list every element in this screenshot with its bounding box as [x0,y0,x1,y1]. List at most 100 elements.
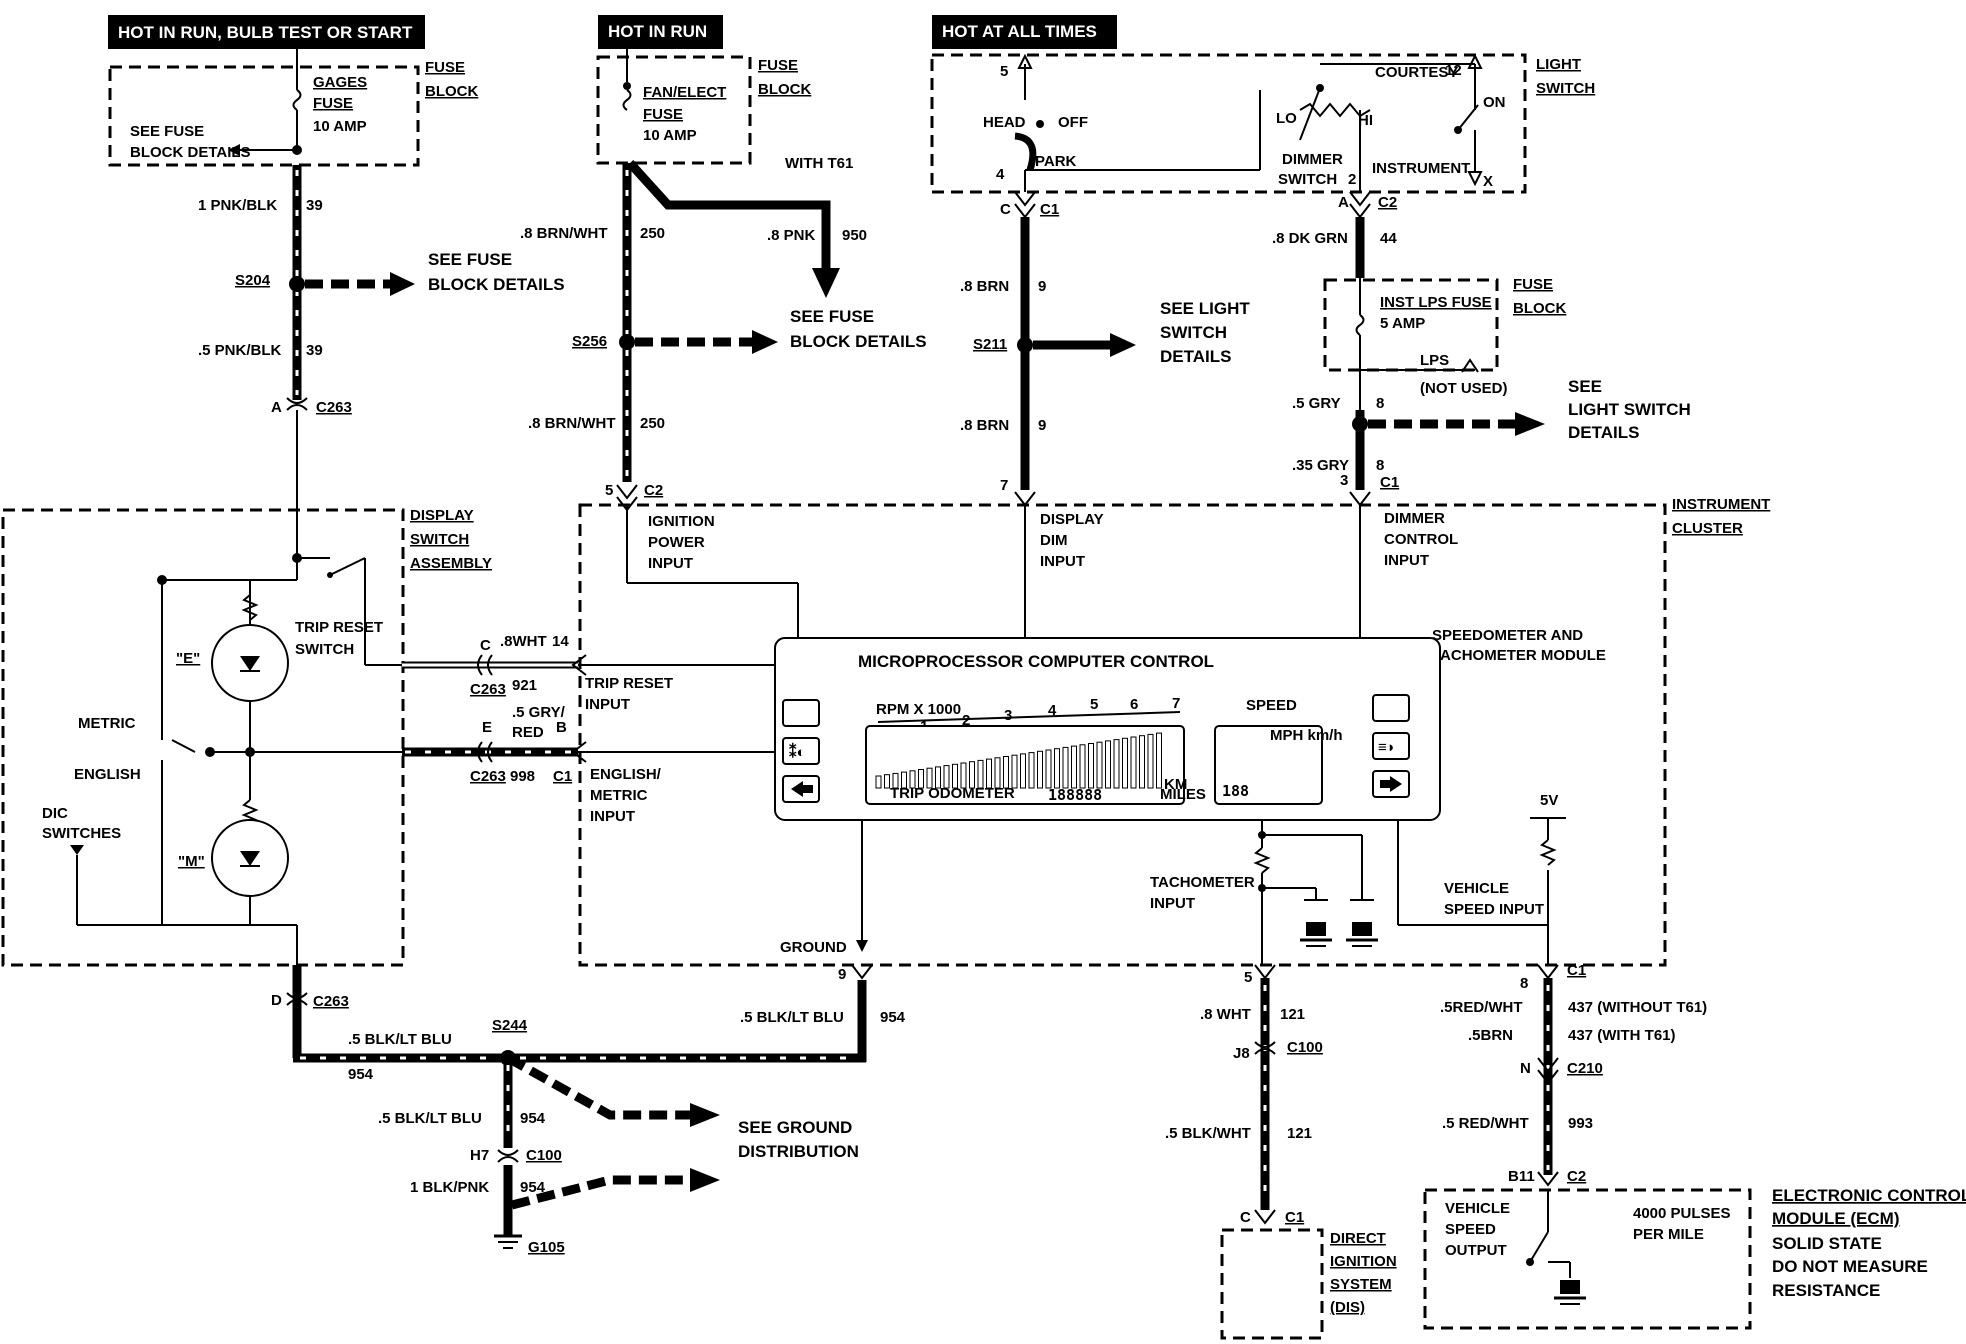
component-label: SWITCH [1278,171,1337,188]
input-label: VEHICLE [1444,880,1509,897]
pin-label: B11 [1508,1168,1535,1185]
tach-segment [1122,737,1128,789]
switch-position: PARK [1035,153,1077,170]
pin-label: E [482,719,492,736]
switch-position: METRIC [78,715,136,732]
tach-tick: 7 [1172,695,1180,712]
arrow-right-icon [752,330,778,354]
connector-label: C1 [553,768,572,785]
input-label: IGNITION [648,513,715,530]
see-details-label: BLOCK DETAILS [790,332,927,351]
fuse-name: INST LPS FUSE [1380,294,1492,311]
tach-segment [1147,733,1154,789]
switch-position: HI [1358,112,1373,129]
circuit-44-8: A C2 .8 DK GRN 44 INST LPS FUSE 5 AMP LP… [1272,191,1691,507]
tach-segment [926,767,933,789]
tach-bargraph [875,732,1162,789]
pin-label: H7 [470,1147,489,1164]
component-label: INSTRUMENT [1672,496,1770,513]
arrow-right-icon [1515,412,1545,436]
circuit-number: 998 [510,768,535,785]
tach-segment [918,769,924,789]
circuit-121: 5 .8 WHT 121 J8 C100 .5 BLK/WHT 121 C C1… [1165,964,1397,1340]
tach-segment [884,774,890,789]
pin-label: C [480,637,491,654]
see-details-label: DISTRIBUTION [738,1142,859,1161]
pin-label: 5 [1000,63,1008,80]
cluster-bottom-wiring: GROUND TACHOMETER INPUT VEHICLE SPEED IN… [780,792,1566,965]
fuse-rating: 10 AMP [643,127,697,144]
component-label: SWITCHES [42,825,121,842]
connector-label: C263 [313,993,349,1010]
splice-label: S204 [235,272,271,289]
tach-segment [909,770,916,789]
lamp-label: "E" [176,650,200,667]
wire-label: .35 GRY [1292,457,1349,474]
see-details-label: SEE FUSE [790,307,874,326]
wire-label: .5 GRY [1292,395,1341,412]
connector-c1-5 [1254,964,1276,980]
ground-label: GROUND [780,939,847,956]
wire-label: .5 GRY/ [512,704,566,721]
high-beam-indicator-button[interactable] [1372,732,1410,760]
input-label: SPEED INPUT [1444,901,1544,918]
input-label: INPUT [585,696,630,713]
header-hot-at-all-times: HOT AT ALL TIMES [932,15,1117,49]
pin-label: 3 [1340,472,1348,489]
tach-tick: 4 [1048,702,1057,719]
fuse-block-label: BLOCK [1513,300,1566,317]
high-beam-icon: ≡◗ [1378,739,1396,756]
wire-label: .8 WHT [1200,1006,1251,1023]
component-label: INSTRUMENT [1372,160,1470,177]
circuit-number: 954 [348,1066,374,1083]
connector-c1-7 [1014,491,1036,507]
circuit-number: 954 [880,1009,906,1026]
circuit-number: 9 [1038,278,1046,295]
headlamp-indicator-button[interactable] [782,737,820,765]
wire-label: .8 PNK [767,227,816,244]
blank-button[interactable] [1372,694,1410,722]
see-details-label: DETAILS [1160,347,1231,366]
tach-segment [1113,739,1120,789]
arrow-right-icon [690,1103,720,1127]
connector-c2-b11 [1537,1171,1559,1187]
tach-segment [892,772,899,789]
tach-segment [935,766,941,789]
arrow-right-icon [390,272,415,296]
component-label: TRIP RESET [295,619,383,636]
wire-label: .5BRN [1468,1027,1513,1044]
component-label: SOLID STATE [1772,1234,1882,1253]
tach-segment [901,771,907,789]
trip-reset-switch [329,557,366,576]
fuse-name: GAGES [313,74,367,91]
input-label: DIM [1040,532,1068,549]
circuit-number: 44 [1380,230,1397,247]
blank-button[interactable] [782,699,820,727]
rpm-label: RPM X 1000 [876,701,961,718]
tach-segment [1105,740,1111,789]
pin-label: X [1483,173,1493,190]
connector-label: C100 [526,1147,562,1164]
connector-c1-8 [1537,964,1559,980]
note-label: (NOT USED) [1420,380,1508,397]
wire-label: .5 BLK/WHT [1165,1125,1251,1142]
fuse-icon [1355,314,1365,336]
pin-label: C [1000,201,1011,218]
tach-segment [952,763,958,789]
wire-label: .5 BLK/LT BLU [348,1031,452,1048]
component-label: RESISTANCE [1772,1281,1880,1300]
fuse-name: FUSE [313,95,353,112]
see-details-label: BLOCK DETAILS [428,275,565,294]
component-label: DIRECT [1330,1230,1386,1247]
tach-segment [1054,748,1060,789]
connector-c1-dis [1254,1209,1276,1225]
connector-label: C1 [1285,1209,1304,1226]
circuit-number: 8 [1376,457,1384,474]
input-label: INPUT [1384,552,1429,569]
see-details-label: SEE FUSE [130,123,204,140]
component-label: (DIS) [1330,1299,1365,1316]
pin-label: J8 [1233,1045,1250,1062]
wire-label: 921 [512,677,537,694]
pin-label: 5 [605,482,613,499]
